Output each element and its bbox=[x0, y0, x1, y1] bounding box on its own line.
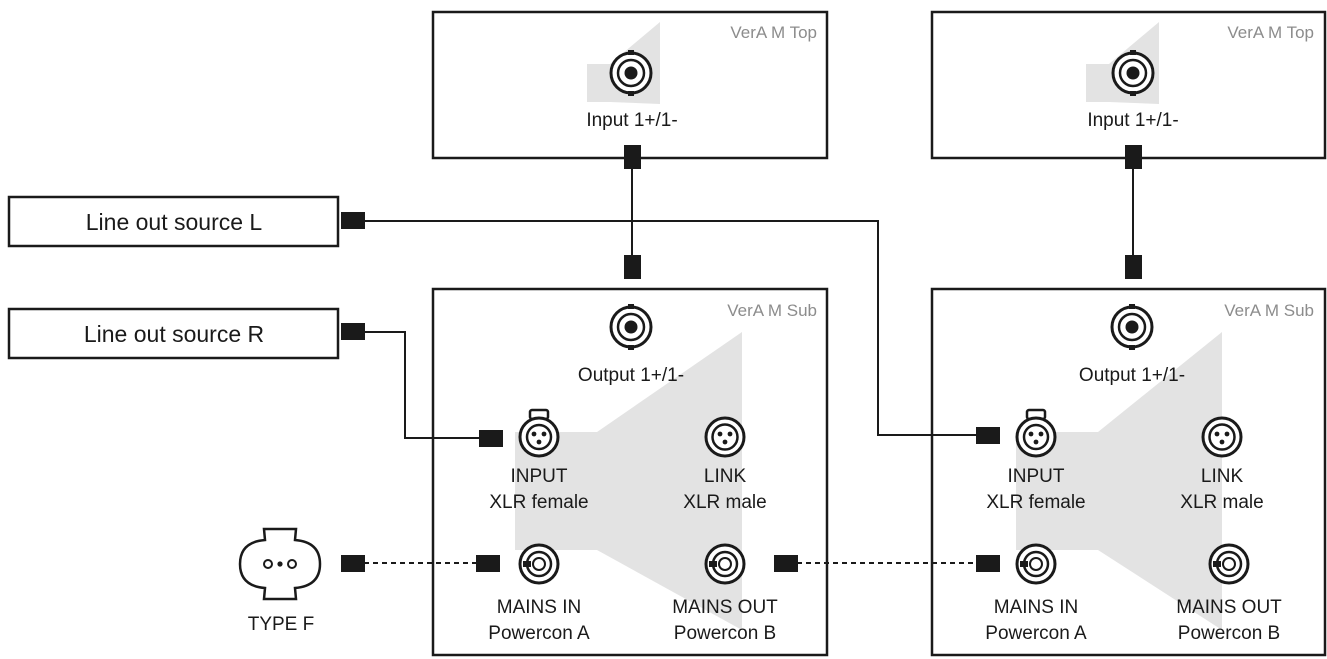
output-label: Output 1+/1- bbox=[578, 365, 684, 386]
link-label: LINK bbox=[704, 466, 747, 487]
powercon-out-icon bbox=[704, 543, 746, 585]
line-r-cable bbox=[364, 331, 480, 439]
mains-out-sub-label: Powercon B bbox=[674, 623, 776, 644]
connector-plug bbox=[624, 255, 641, 279]
input-label: INPUT bbox=[511, 466, 568, 487]
powercon-in-icon bbox=[1015, 543, 1057, 585]
connector-plug bbox=[976, 555, 1000, 572]
speakon-input-icon bbox=[1111, 48, 1155, 98]
output-label: Output 1+/1- bbox=[1079, 365, 1185, 386]
source-r-label: Line out source R bbox=[84, 321, 264, 347]
sub-box-1: VerA M Sub Output 1+/1- INPUT XLR female… bbox=[431, 287, 829, 657]
mains-in-label: MAINS IN bbox=[497, 597, 581, 618]
sub-title: VerA M Sub bbox=[1224, 301, 1314, 320]
speakon-output-icon bbox=[609, 302, 653, 352]
type-f-label: TYPE F bbox=[248, 614, 315, 635]
link-label: LINK bbox=[1201, 466, 1244, 487]
schuko-outlet-icon bbox=[238, 527, 322, 601]
top-box-1: VerA M Top Input 1+/1- bbox=[431, 10, 829, 160]
input-sub-label: XLR female bbox=[489, 492, 588, 513]
top-input-label: Input 1+/1- bbox=[586, 110, 677, 131]
speakon-input-icon bbox=[609, 48, 653, 98]
top-title: VerA M Top bbox=[1227, 23, 1314, 42]
mains-out-sub-label: Powercon B bbox=[1178, 623, 1280, 644]
input-label: INPUT bbox=[1008, 466, 1065, 487]
mains-in-sub-label: Powercon A bbox=[985, 623, 1087, 644]
top-title: VerA M Top bbox=[730, 23, 817, 42]
top-input-label: Input 1+/1- bbox=[1087, 110, 1178, 131]
line-l-cable bbox=[364, 220, 977, 436]
connector-plug bbox=[976, 427, 1000, 444]
connector-plug bbox=[341, 323, 365, 340]
link-sub-label: XLR male bbox=[1180, 492, 1263, 513]
top-box-2: VerA M Top Input 1+/1- bbox=[930, 10, 1327, 160]
connector-plug bbox=[476, 555, 500, 572]
connector-plug bbox=[479, 430, 503, 447]
source-l-label: Line out source L bbox=[86, 209, 263, 235]
connector-plug bbox=[774, 555, 798, 572]
speakon-output-icon bbox=[1110, 302, 1154, 352]
mains-in-sub-label: Powercon A bbox=[488, 623, 590, 644]
link-sub-label: XLR male bbox=[683, 492, 766, 513]
connector-plug bbox=[1125, 145, 1142, 169]
type-f-outlet: TYPE F bbox=[238, 527, 322, 635]
speaker-shape bbox=[515, 332, 742, 630]
sub-box-2: VerA M Sub Output 1+/1- INPUT XLR female… bbox=[930, 287, 1327, 657]
powercon-out-icon bbox=[1208, 543, 1250, 585]
sub-title: VerA M Sub bbox=[727, 301, 817, 320]
connector-plug bbox=[1125, 255, 1142, 279]
mains-in-label: MAINS IN bbox=[994, 597, 1078, 618]
source-l-box: Line out source L bbox=[7, 195, 340, 248]
mains-out-label: MAINS OUT bbox=[672, 597, 778, 618]
connector-plug bbox=[341, 212, 365, 229]
speaker-shape bbox=[1016, 332, 1222, 630]
input-sub-label: XLR female bbox=[986, 492, 1085, 513]
mains-out-label: MAINS OUT bbox=[1176, 597, 1282, 618]
connector-plug bbox=[624, 145, 641, 169]
source-r-box: Line out source R bbox=[7, 307, 340, 360]
powercon-in-icon bbox=[518, 543, 560, 585]
connector-plug bbox=[341, 555, 365, 572]
xlr-male-icon bbox=[704, 416, 746, 458]
xlr-male-icon bbox=[1201, 416, 1243, 458]
